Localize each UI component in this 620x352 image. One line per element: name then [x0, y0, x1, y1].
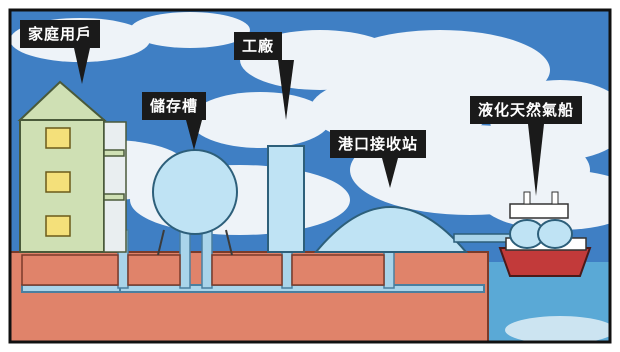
label-ship: 液化天然氣船 [470, 96, 583, 124]
label-terminal: 港口接收站 [330, 130, 427, 158]
label-storage: 儲存槽 [142, 92, 207, 120]
storage-tank [152, 149, 238, 256]
residential-building [17, 80, 127, 253]
label-home-pointer [74, 48, 90, 84]
label-storage-pointer [186, 120, 202, 150]
windows [45, 127, 71, 237]
label-ship-pointer [528, 124, 544, 196]
label-factory: 工廠 [234, 32, 283, 60]
frame-border [8, 8, 612, 344]
lng-ship [498, 191, 592, 277]
label-factory-pointer [278, 60, 294, 120]
label-home: 家庭用戶 [20, 20, 101, 48]
factory [267, 145, 305, 253]
label-terminal-pointer [382, 158, 398, 188]
